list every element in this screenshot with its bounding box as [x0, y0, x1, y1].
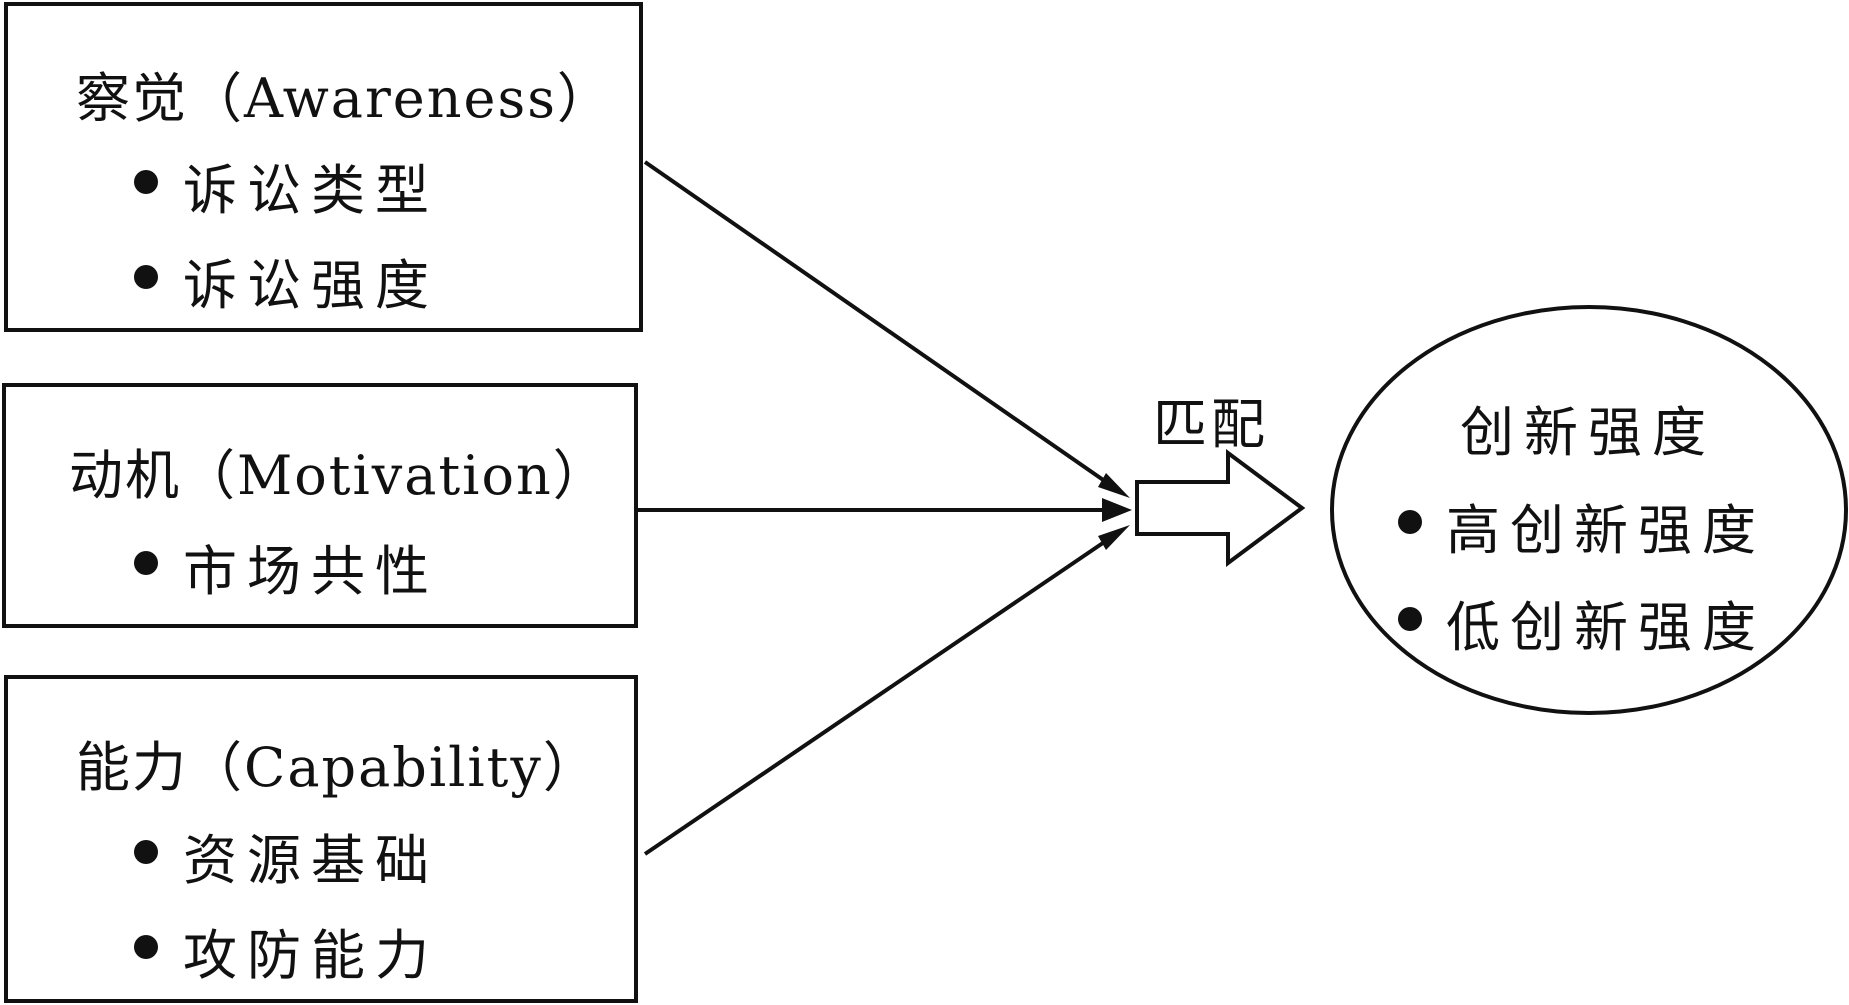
awareness-item-1: 诉讼类型: [8, 146, 639, 222]
arrow-capability-to-match: [643, 528, 1124, 856]
bullet-dot: [1398, 607, 1422, 631]
bullet-dot: [134, 265, 158, 289]
capability-item-1: 资源基础: [8, 816, 634, 892]
outcome-item-2: 低创新强度: [1390, 583, 1790, 659]
capability-item-2: 攻防能力: [8, 911, 634, 987]
awareness-item-text: 诉讼类型: [183, 159, 439, 222]
arrow-awareness-to-match: [643, 160, 1124, 495]
capability-title: 能力（Capability）: [76, 736, 599, 799]
awareness-box: 察觉（Awareness） 诉讼类型 诉讼强度: [4, 2, 643, 332]
capability-item-text: 资源基础: [183, 829, 439, 892]
bullet-dot: [1398, 510, 1422, 534]
awareness-item-text: 诉讼强度: [183, 254, 439, 317]
arrowhead-capability: [1098, 525, 1130, 550]
arrowhead-awareness: [1098, 473, 1130, 498]
outcome-title: 创新强度: [1460, 401, 1716, 464]
outcome-item-text: 高创新强度: [1446, 499, 1766, 562]
motivation-item-text: 市场共性: [183, 540, 439, 603]
match-block-arrow: [1135, 449, 1306, 567]
awareness-item-2: 诉讼强度: [8, 241, 639, 317]
motivation-title: 动机（Motivation）: [69, 444, 609, 507]
awareness-title: 察觉（Awareness）: [76, 67, 613, 130]
bullet-dot: [134, 170, 158, 194]
bullet-dot: [134, 935, 158, 959]
arrowhead-motivation: [1102, 498, 1132, 522]
bullet-dot: [134, 551, 158, 575]
motivation-box: 动机（Motivation） 市场共性: [2, 383, 638, 628]
capability-item-text: 攻防能力: [183, 924, 439, 987]
motivation-item-1: 市场共性: [6, 527, 634, 603]
outcome-item-text: 低创新强度: [1446, 596, 1766, 659]
outcome-ellipse: [1330, 305, 1848, 715]
capability-box: 能力（Capability） 资源基础 攻防能力: [4, 675, 638, 1003]
match-label: 匹配: [1153, 393, 1269, 456]
bullet-dot: [134, 840, 158, 864]
outcome-item-1: 高创新强度: [1390, 486, 1790, 562]
